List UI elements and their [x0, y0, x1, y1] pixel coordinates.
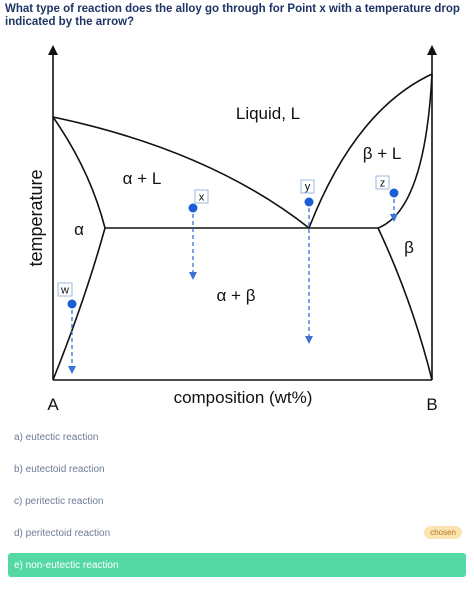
region-beta-liquid-label: β + L [363, 144, 402, 163]
phase-diagram: Liquid, L α + L β + L α β α + β temperat… [26, 45, 438, 414]
option-a[interactable]: a) eutectic reaction [8, 425, 466, 449]
liquidus-right [308, 73, 433, 229]
point-w [67, 299, 77, 309]
solvus-right [377, 227, 433, 381]
liquidus-left [52, 116, 310, 229]
point-y-label: y [305, 181, 311, 193]
point-z-label: z [380, 178, 386, 190]
option-c[interactable]: c) peritectic reaction [8, 489, 466, 513]
option-c-label: c) peritectic reaction [14, 495, 104, 507]
corner-label-a: A [47, 395, 59, 414]
point-x-label: x [199, 192, 205, 204]
option-e-label: e) non-eutectic reaction [14, 559, 119, 571]
answer-options: a) eutectic reaction b) eutectoid reacti… [0, 425, 474, 585]
option-b[interactable]: b) eutectoid reaction [8, 457, 466, 481]
region-alpha-label: α [74, 220, 84, 239]
question-text: What type of reaction does the alloy go … [5, 3, 460, 28]
option-b-label: b) eutectoid reaction [14, 463, 105, 475]
option-d-label: d) peritectoid reaction [14, 527, 111, 539]
option-d[interactable]: d) peritectoid reaction chosen [8, 521, 466, 545]
solvus-left [52, 227, 106, 381]
point-w-label-box [57, 282, 73, 297]
corner-label-b: B [426, 395, 437, 414]
point-x-label-box [194, 189, 209, 204]
y-axis-label: temperature [26, 169, 46, 266]
region-liquid-label: Liquid, L [236, 104, 300, 123]
region-beta-label: β [404, 238, 414, 257]
solidus-left [52, 116, 106, 229]
solidus-right [377, 73, 433, 229]
point-y-label-box [300, 179, 315, 194]
point-z [389, 188, 399, 198]
chosen-badge: chosen [424, 526, 462, 539]
point-y [304, 197, 314, 207]
option-e[interactable]: e) non-eutectic reaction [8, 553, 466, 577]
point-w-label: w [60, 285, 69, 297]
point-x [188, 203, 198, 213]
option-a-label: a) eutectic reaction [14, 431, 99, 443]
region-alpha-liquid-label: α + L [123, 169, 162, 188]
region-alpha-beta-label: α + β [217, 286, 256, 305]
x-axis-label: composition (wt%) [174, 388, 313, 407]
point-z-label-box [375, 175, 390, 190]
